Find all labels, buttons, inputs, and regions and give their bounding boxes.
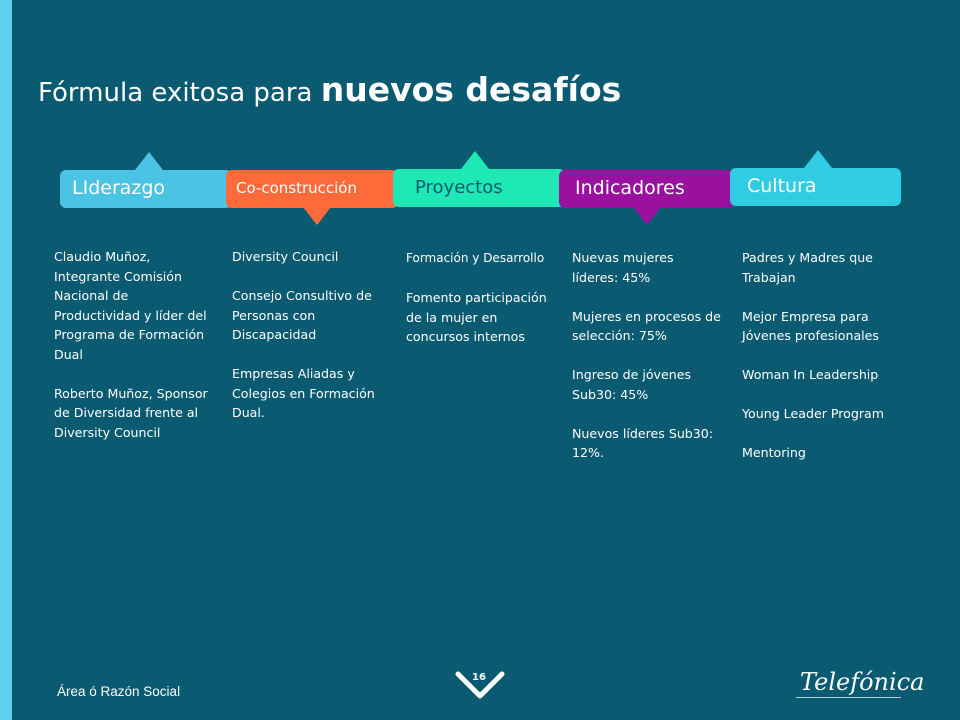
indicadores-text: Nuevas mujeres líderes: 45%	[572, 250, 674, 285]
cultura-column: Padres y Madres que Trabajan Mejor Empre…	[742, 248, 910, 482]
indicadores-notch	[633, 207, 661, 225]
tab-cultura-label: Cultura	[747, 175, 817, 197]
tab-proyectos-label: Proyectos	[415, 177, 503, 198]
indicadores-text: Ingreso de jóvenes Sub30: 45%	[572, 367, 692, 402]
cultura-text: Mentoring	[742, 445, 806, 460]
liderazgo-column: Claudio Muñoz, Integrante Comisión Nacio…	[54, 247, 212, 462]
indicadores-text: Nuevos líderes Sub30: 12%.	[572, 425, 714, 461]
cultura-text: Woman In Leadership	[742, 367, 879, 382]
tab-indicadores-label: Indicadores	[575, 177, 685, 199]
page-title: Fórmula exitosa para nuevos desafíos	[38, 70, 621, 109]
tab-indicadores: Indicadores	[559, 170, 734, 208]
proyectos-text: Formación y Desarrollo	[406, 251, 545, 265]
proyectos-column: Formación y Desarrollo Fomento participa…	[406, 249, 564, 366]
coconstruccion-column: Diversity Council Consejo Consultivo de …	[232, 247, 390, 442]
proyectos-text: Fomento participación de la mujer en con…	[406, 290, 547, 344]
indicadores-column: Nuevas mujeres líderes: 45% Mujeres en p…	[572, 248, 722, 482]
telefonica-logo: Telefónica	[800, 668, 925, 696]
liderazgo-notch	[135, 152, 163, 170]
liderazgo-text: Claudio Muñoz, Integrante Comisión Nacio…	[54, 249, 207, 362]
tab-proyectos: Proyectos	[393, 169, 565, 207]
liderazgo-text: Roberto Muñoz, Sponsor de Diversidad fre…	[54, 385, 208, 440]
coconstruccion-text: Empresas Aliadas y Colegios en Formación…	[232, 366, 375, 420]
title-normal: Fórmula exitosa para	[38, 78, 313, 108]
tab-coconstruccion: Co-construcción	[226, 170, 398, 208]
title-bold: nuevos desafíos	[320, 70, 622, 109]
cultura-text: Mejor Empresa para Jóvenes profesionales	[742, 308, 879, 344]
cultura-text: Padres y Madres que Trabajan	[742, 250, 873, 285]
coconstruccion-notch	[303, 207, 331, 225]
logo-underline	[796, 697, 901, 698]
coconstruccion-text: Consejo Consultivo de Personas con Disca…	[232, 288, 372, 342]
indicadores-text: Mujeres en procesos de selección: 75%	[572, 308, 721, 344]
cultura-notch	[804, 150, 832, 168]
footer-company-name: Área ó Razón Social	[57, 684, 181, 699]
tab-liderazgo: LIderazgo	[60, 170, 232, 208]
tab-cultura: Cultura	[730, 168, 901, 206]
chevron-down-icon[interactable]	[454, 668, 506, 702]
tab-liderazgo-label: LIderazgo	[72, 177, 166, 199]
page-number: 16	[472, 672, 486, 683]
coconstruccion-text: Diversity Council	[232, 249, 339, 264]
left-accent-bar	[0, 0, 12, 720]
cultura-text: Young Leader Program	[742, 406, 885, 421]
tab-coconstruccion-label: Co-construcción	[236, 179, 357, 197]
proyectos-notch	[461, 151, 489, 169]
